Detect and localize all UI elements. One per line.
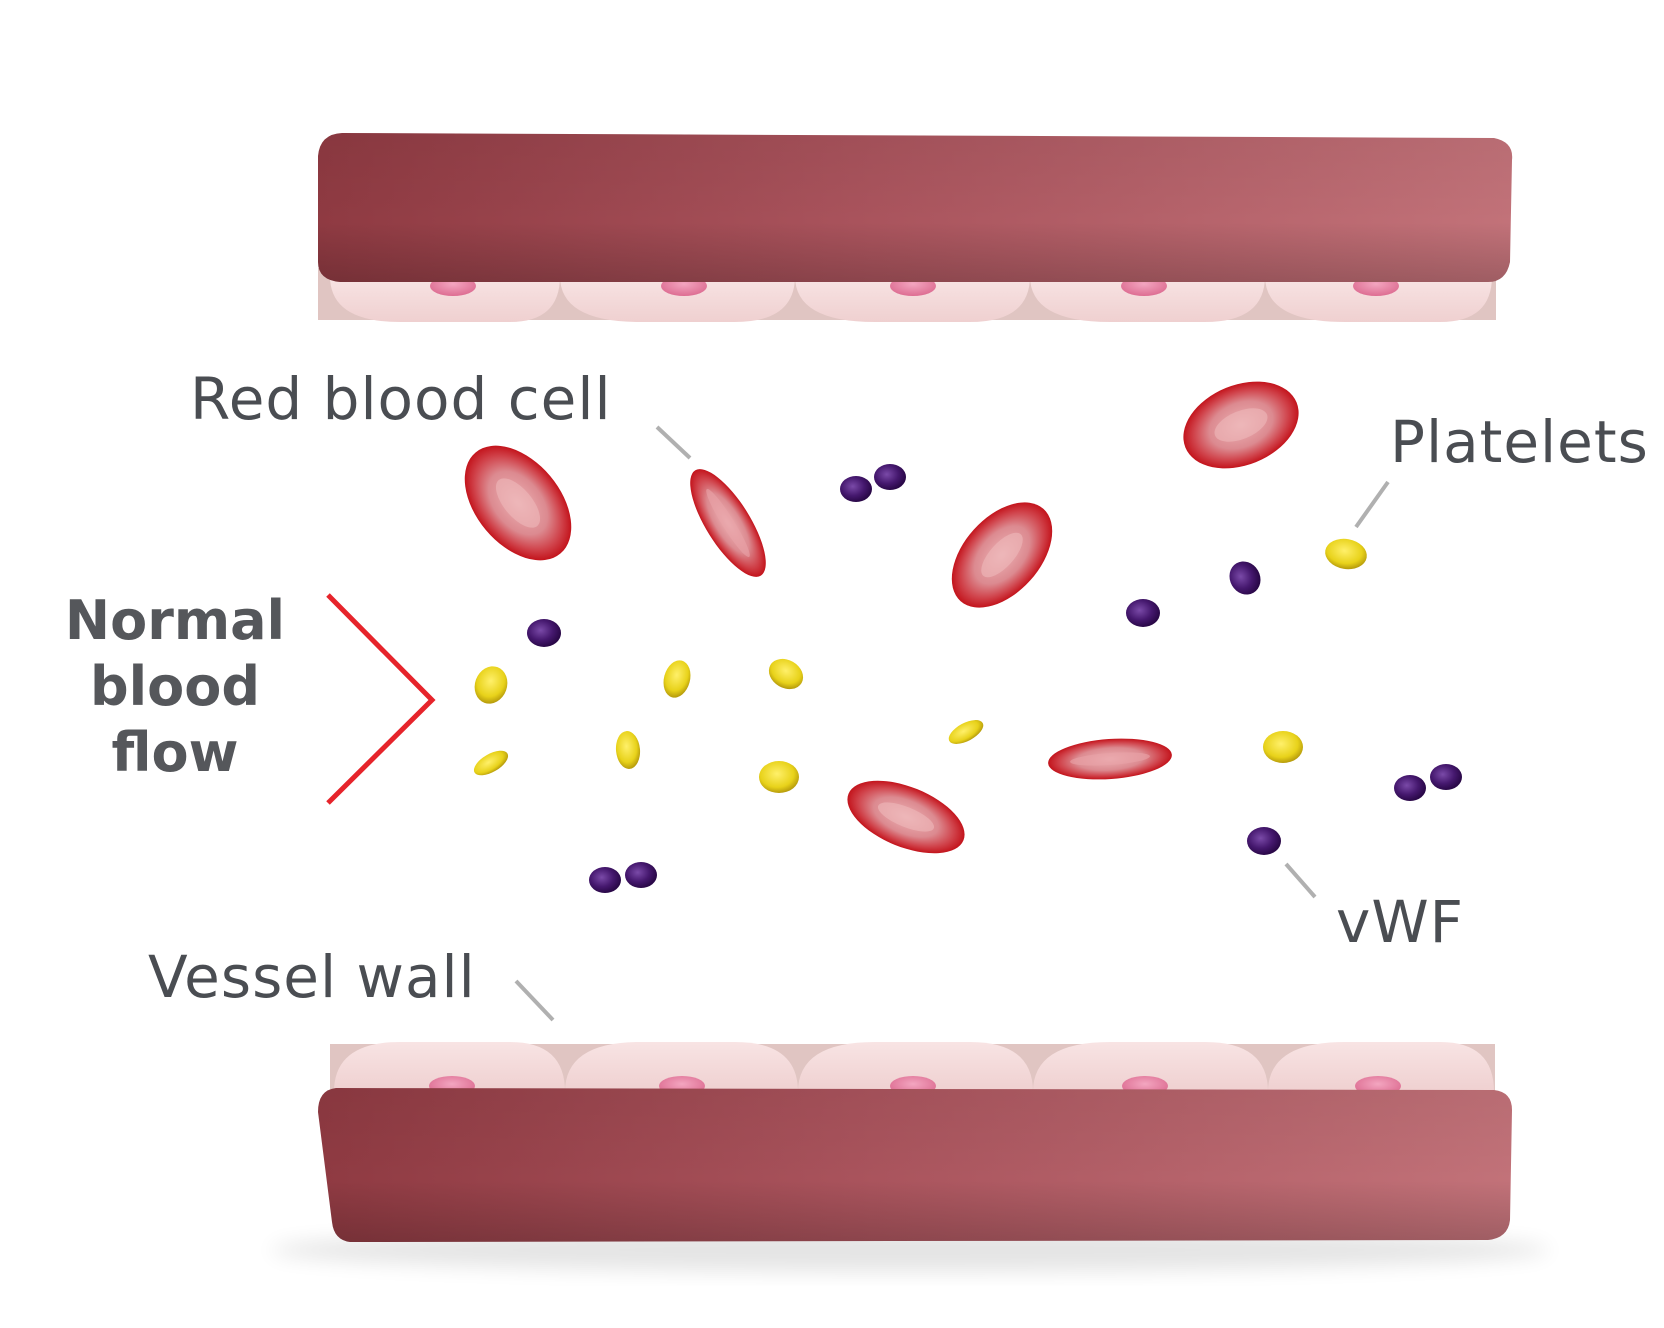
vessel-wall-top — [318, 133, 1513, 322]
red-blood-cell — [690, 469, 766, 577]
flow-line-1: Normal — [64, 589, 286, 652]
vwf-molecule — [1247, 827, 1281, 855]
platelet — [1263, 731, 1303, 763]
flow-line-2: blood — [89, 655, 260, 718]
leader-line-platelets — [1354, 480, 1390, 529]
platelets — [473, 538, 1367, 793]
label-normal-blood-flow: Normal blood flow — [40, 588, 310, 786]
vwf-molecule — [840, 464, 906, 502]
platelet — [473, 750, 509, 776]
vessel-wall-bottom — [270, 1042, 1550, 1272]
label-vessel-wall: Vessel wall — [148, 943, 476, 1011]
platelet — [948, 720, 984, 744]
red-blood-cell — [1048, 738, 1172, 780]
platelet — [663, 660, 691, 698]
platelet — [768, 658, 804, 690]
vwf-molecule — [1126, 599, 1160, 627]
red-blood-cell — [1183, 381, 1299, 469]
red-blood-cell — [951, 502, 1053, 608]
vwf-molecule — [589, 862, 657, 893]
vwf-molecule — [1229, 561, 1261, 595]
red-blood-cells — [464, 381, 1299, 854]
platelet — [615, 731, 641, 769]
red-blood-cell — [847, 780, 965, 854]
leader-line-vessel-wall — [514, 979, 555, 1022]
vwf-molecule — [527, 619, 561, 647]
vwf-molecules — [527, 464, 1462, 893]
flow-line-3: flow — [111, 721, 239, 784]
leader-line-rbc — [655, 425, 692, 460]
platelet — [1325, 538, 1367, 570]
vwf-molecule — [1394, 764, 1462, 801]
platelet — [759, 761, 799, 793]
blood-flow-arrow — [326, 593, 436, 805]
platelet — [474, 666, 508, 704]
label-vwf: vWF — [1336, 888, 1465, 956]
label-red-blood-cell: Red blood cell — [190, 365, 612, 433]
leader-line-vwf — [1284, 862, 1317, 899]
red-blood-cell — [464, 445, 572, 561]
label-platelets: Platelets — [1390, 408, 1649, 476]
